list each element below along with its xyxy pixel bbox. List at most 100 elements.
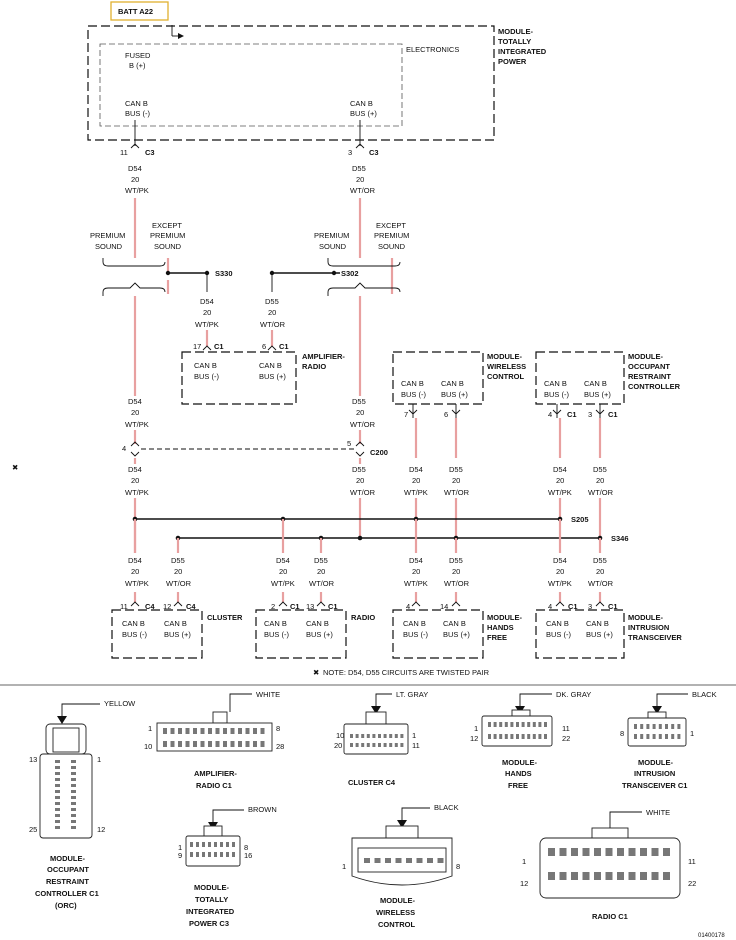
connector-cavity <box>628 848 636 856</box>
connector-cavity <box>532 722 536 727</box>
connector-cavity <box>617 848 624 856</box>
orc-d54: D54 <box>553 465 567 474</box>
hf-conn-pin-c: 12 <box>470 734 478 743</box>
wcm-d55: D55 <box>449 465 463 474</box>
connector-cavity <box>677 724 681 729</box>
orc-d55-g: 20 <box>596 476 604 485</box>
itm-conn-pin-a: 8 <box>620 729 624 738</box>
rad-conn-pin-c: 12 <box>520 879 528 888</box>
connector-cavity <box>55 814 60 817</box>
amp-name-2: RADIO <box>302 362 326 371</box>
amp-conn-pin-a: 1 <box>148 724 152 733</box>
itm-d55-c: WT/OR <box>588 579 614 588</box>
wire-d55-label: D55 <box>352 164 366 173</box>
connector-cavity <box>378 743 381 747</box>
hf-pin-4: 4 <box>406 602 410 611</box>
tipm-name-2: TOTALLY <box>498 37 531 46</box>
clu-plus-1: CAN B <box>164 619 187 628</box>
amp-plus-2: BUS (+) <box>259 372 286 381</box>
connector-cavity <box>493 734 497 739</box>
connector-cavity <box>178 728 182 734</box>
opt-except-2a: EXCEPT <box>376 221 406 230</box>
connector-cavity <box>400 734 404 738</box>
connector-cavity <box>582 848 590 856</box>
connector-cavity <box>663 872 670 880</box>
electronics-label: ELECTRONICS <box>406 45 459 54</box>
wcm-name-3: CONTROL <box>487 372 524 381</box>
connector-cavity <box>208 728 212 734</box>
hf-name-1: MODULE- <box>487 613 522 622</box>
connector-cavity <box>361 734 365 738</box>
opt-except-2c: SOUND <box>378 242 406 251</box>
connector-cavity <box>504 734 508 739</box>
amp-conn-c1b: C1 <box>279 342 289 351</box>
wcm-pin-6: 6 <box>444 410 448 419</box>
rad-conn-pin-d: 22 <box>688 879 696 888</box>
amp-pin-6: 6 <box>262 342 266 351</box>
clu-d54: D54 <box>128 556 142 565</box>
itm-pin-3: 3 <box>588 602 592 611</box>
rad-conn-pin-a: 1 <box>522 857 526 866</box>
connector-cavity <box>378 734 381 738</box>
tipm-conn-pin-a: 1 <box>178 843 182 852</box>
connector-amplifier-radio-c1: WHITE 1 8 10 28 AMPLIFIER- RADIO C1 <box>144 690 284 790</box>
hf-plus-2: BUS (+) <box>443 630 470 639</box>
connector-cavity <box>634 734 637 739</box>
wcm-d55-g: 20 <box>452 476 460 485</box>
amp-d55-color: WT/OR <box>260 320 286 329</box>
connector-cavity <box>185 728 190 734</box>
connector-cavity <box>671 724 675 729</box>
clu-d55-g: 20 <box>174 567 182 576</box>
connector-cavity <box>677 734 681 739</box>
tipm-name-4: POWER <box>498 57 527 66</box>
connector-orc-c1: YELLOW 13 1 25 12 MODULE- OCCUPANT RESTR… <box>29 699 136 910</box>
opt-premium-2b: SOUND <box>319 242 347 251</box>
rad-d55-g: 20 <box>317 567 325 576</box>
module-wireless-control: CAN B BUS (-) CAN B BUS (+) MODULE- WIRE… <box>392 351 526 405</box>
connector-cavity <box>208 741 212 747</box>
module-radio: D54 20 WT/PK D55 20 WT/OR 2 C1 13 C1 CAN… <box>255 556 375 659</box>
opt-premium-2a: PREMIUM <box>314 231 349 240</box>
connector-cavity <box>223 728 227 734</box>
orc-conn-pin-c: 25 <box>29 825 37 834</box>
connector-cavity <box>571 848 578 856</box>
amp-conn-pin-b: 8 <box>276 724 280 733</box>
low-d54: D54 <box>128 465 142 474</box>
connector-cavity <box>516 722 519 727</box>
amp-minus-2: BUS (-) <box>194 372 220 381</box>
connector-cavity <box>488 734 491 739</box>
connector-cavity <box>527 734 531 739</box>
connector-cavity <box>200 741 205 747</box>
connector-cavity <box>71 778 76 781</box>
clu-conn-pin-c: 20 <box>334 741 342 750</box>
connector-cavity <box>395 858 402 863</box>
orc-name-4: CONTROLLER <box>628 382 681 391</box>
connector-cavity <box>665 734 668 739</box>
tipm-name-1: MODULE- <box>498 27 533 36</box>
low-d55: D55 <box>352 465 366 474</box>
wcm-conn-pin-a: 1 <box>342 862 346 871</box>
connector-cavity <box>493 722 497 727</box>
hf-plus-1: CAN B <box>443 619 466 628</box>
orc-minus-1: CAN B <box>544 379 567 388</box>
connector-cavity <box>582 872 590 880</box>
connector-cavity <box>516 734 519 739</box>
connector-cavity <box>214 842 217 847</box>
tipm-pin-11: 11 <box>120 148 128 157</box>
itm-conn-pin-b: 1 <box>690 729 694 738</box>
rad-d54-c: WT/PK <box>271 579 295 588</box>
itm-conn-b: C1 <box>608 602 618 611</box>
rad-conn-pin-b: 11 <box>688 857 696 866</box>
hf-conn-name-1: MODULE- <box>502 758 537 767</box>
connector-cavity <box>220 842 223 847</box>
connector-cavity <box>253 741 257 747</box>
hf-conn-name-3: FREE <box>508 781 528 790</box>
low-d55-g: 20 <box>356 476 364 485</box>
mid-d55: D55 <box>352 397 366 406</box>
amp-conn-color: WHITE <box>256 690 280 699</box>
clu-d55: D55 <box>171 556 185 565</box>
connector-cavity <box>640 734 644 739</box>
tipm-can-plus-1: CAN B <box>350 99 373 108</box>
orc-conn-pin-a: 13 <box>29 755 37 764</box>
connector-cavity <box>504 722 508 727</box>
